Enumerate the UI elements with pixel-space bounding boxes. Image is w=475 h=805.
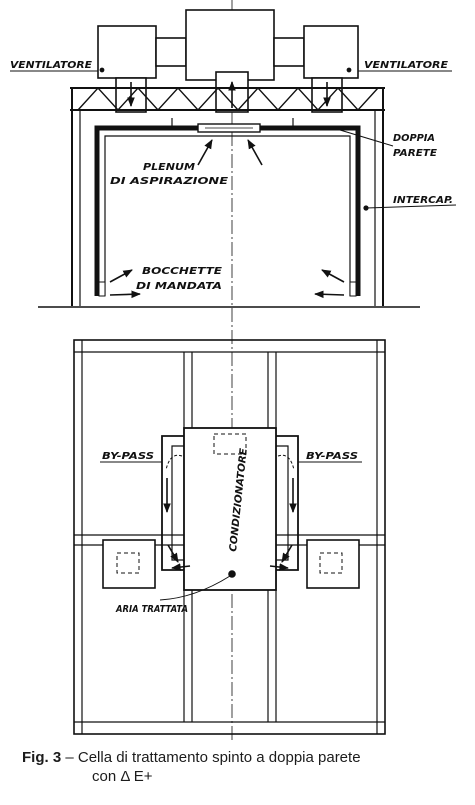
section-view: [10, 0, 457, 740]
label-di-aspirazione: DI ASPIRAZIONE: [110, 176, 229, 187]
label-doppia: DOPPIA: [393, 133, 435, 144]
caption-number: Fig. 3: [22, 749, 62, 766]
label-intercap: INTERCAP.: [393, 195, 453, 206]
caption-text: Cella di trattamento spinto a doppia par…: [77, 749, 361, 766]
figure-caption: Fig. 3 – Cella di trattamento spinto a d…: [22, 748, 462, 786]
technical-drawing: VENTILATORE VENTILATORE DOPPIA PARETE IN…: [10, 0, 457, 740]
roof-truss: [77, 86, 379, 112]
side-box-right: [306, 539, 360, 589]
label-aria-trattata: ARIA TRATTATA: [115, 604, 188, 615]
conditioner-box: [183, 427, 277, 591]
fan-box-left: [97, 25, 157, 79]
double-wall: [94, 125, 361, 296]
duct-right: [273, 37, 305, 67]
label-di-mandata: DI MANDATA: [136, 281, 222, 292]
label-parete: PARETE: [393, 148, 438, 159]
plan-frame: [73, 339, 386, 735]
side-box-left: [102, 539, 156, 589]
label-ventilatore-right: VENTILATORE: [364, 60, 449, 71]
top-unit-center: [185, 9, 275, 81]
plan-view: [73, 339, 386, 735]
label-ventilatore-left: VENTILATORE: [10, 60, 93, 71]
caption-line2: con Δ E+: [92, 768, 153, 785]
duct-left: [155, 37, 187, 67]
label-bocchette: BOCCHETTE: [142, 266, 223, 277]
label-bypass-left: BY-PASS: [102, 451, 154, 462]
label-plenum: PLENUM: [143, 162, 196, 173]
label-bypass-right: BY-PASS: [306, 451, 358, 462]
caption-dash: –: [65, 749, 74, 766]
